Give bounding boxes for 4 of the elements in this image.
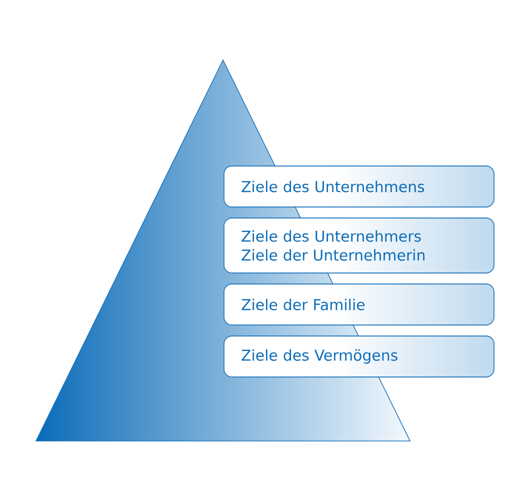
goal-box: Ziele des Vermögens (224, 336, 494, 378)
goal-box: Ziele der Familie (224, 284, 494, 326)
goal-box: Ziele des Unternehmers Ziele der Unternehmerin (224, 218, 494, 274)
goal-box: Ziele des Unternehmens (224, 166, 494, 208)
